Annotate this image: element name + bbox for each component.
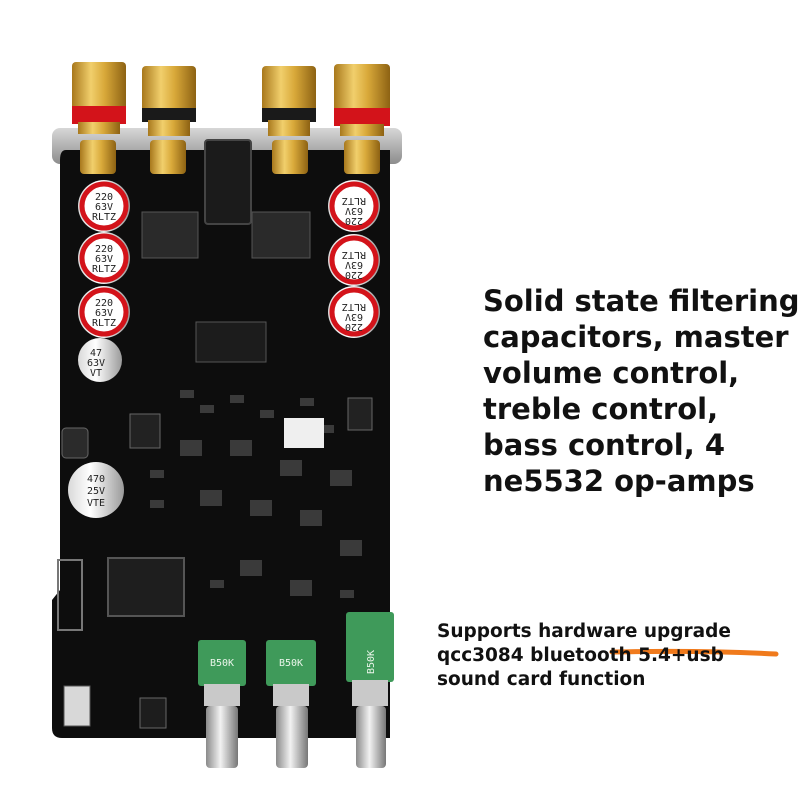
cap-label: 220 <box>95 298 113 309</box>
subline-line: sound card function <box>437 669 646 690</box>
pot-label: B50K <box>210 658 234 669</box>
headline-line: volume control, <box>483 356 740 390</box>
cap-label: 220 <box>95 244 113 255</box>
inductor-left <box>141 211 199 259</box>
cap-label: VTE <box>87 498 105 509</box>
headline-line: Solid state filtering <box>483 284 800 318</box>
potentiometers <box>198 612 394 768</box>
cap-label: VT <box>90 368 102 379</box>
cap-label: 63V <box>345 205 363 216</box>
cap-label: RLTZ <box>92 212 116 223</box>
capacitors-right <box>328 180 380 338</box>
subline-line: qcc3084 bluetooth 5.4+usb <box>437 645 724 666</box>
cap-label: 63V <box>95 254 113 265</box>
binding-post-terminals <box>72 62 390 174</box>
relay <box>284 418 324 448</box>
cap-label: 63V <box>95 202 113 213</box>
cap-label: 220 <box>345 321 363 332</box>
cap-label: RLTZ <box>92 264 116 275</box>
subline-line: Supports hardware upgrade <box>437 621 731 642</box>
cap-label: 63V <box>95 308 113 319</box>
headline-line: treble control, <box>483 392 719 426</box>
capacitors-left <box>68 180 130 518</box>
regulator <box>347 397 373 431</box>
feature-headline: Solid state filtering capacitors, master… <box>483 283 800 499</box>
cap-label: RLTZ <box>342 249 366 260</box>
headline-line: ne5532 op-amps <box>483 464 755 498</box>
pot-label: B50K <box>279 658 303 669</box>
cap-label: 220 <box>345 269 363 280</box>
headline-line: bass control, 4 <box>483 428 726 462</box>
cap-label: 470 <box>87 474 105 485</box>
cap-label: RLTZ <box>92 318 116 329</box>
amplifier-ic <box>195 321 267 363</box>
cap-label: RLTZ <box>342 301 366 312</box>
orange-accent-stroke <box>609 648 779 657</box>
bt-antenna-pad <box>57 559 83 631</box>
dc-power-jack <box>204 139 252 225</box>
cap-label: 63V <box>345 311 363 322</box>
cap-label: RLTZ <box>342 195 366 206</box>
usb-bluetooth-ic <box>107 557 185 617</box>
smd-components <box>150 390 362 598</box>
cap-label: 47 <box>90 348 102 359</box>
cap-label: 63V <box>87 358 105 369</box>
audio-jack <box>139 697 167 729</box>
cap-label: 220 <box>345 215 363 226</box>
pot-label: B50K <box>366 650 377 674</box>
inductor-right <box>251 211 311 259</box>
usb-port <box>63 685 91 727</box>
cap-label: 25V <box>87 486 105 497</box>
cap-label: 220 <box>95 192 113 203</box>
power-inductor <box>61 427 89 459</box>
cap-label: 63V <box>345 259 363 270</box>
headline-line: capacitors, master <box>483 320 789 354</box>
feature-subline: Supports hardware upgrade qcc3084 blueto… <box>437 620 792 692</box>
regulator <box>129 413 161 449</box>
